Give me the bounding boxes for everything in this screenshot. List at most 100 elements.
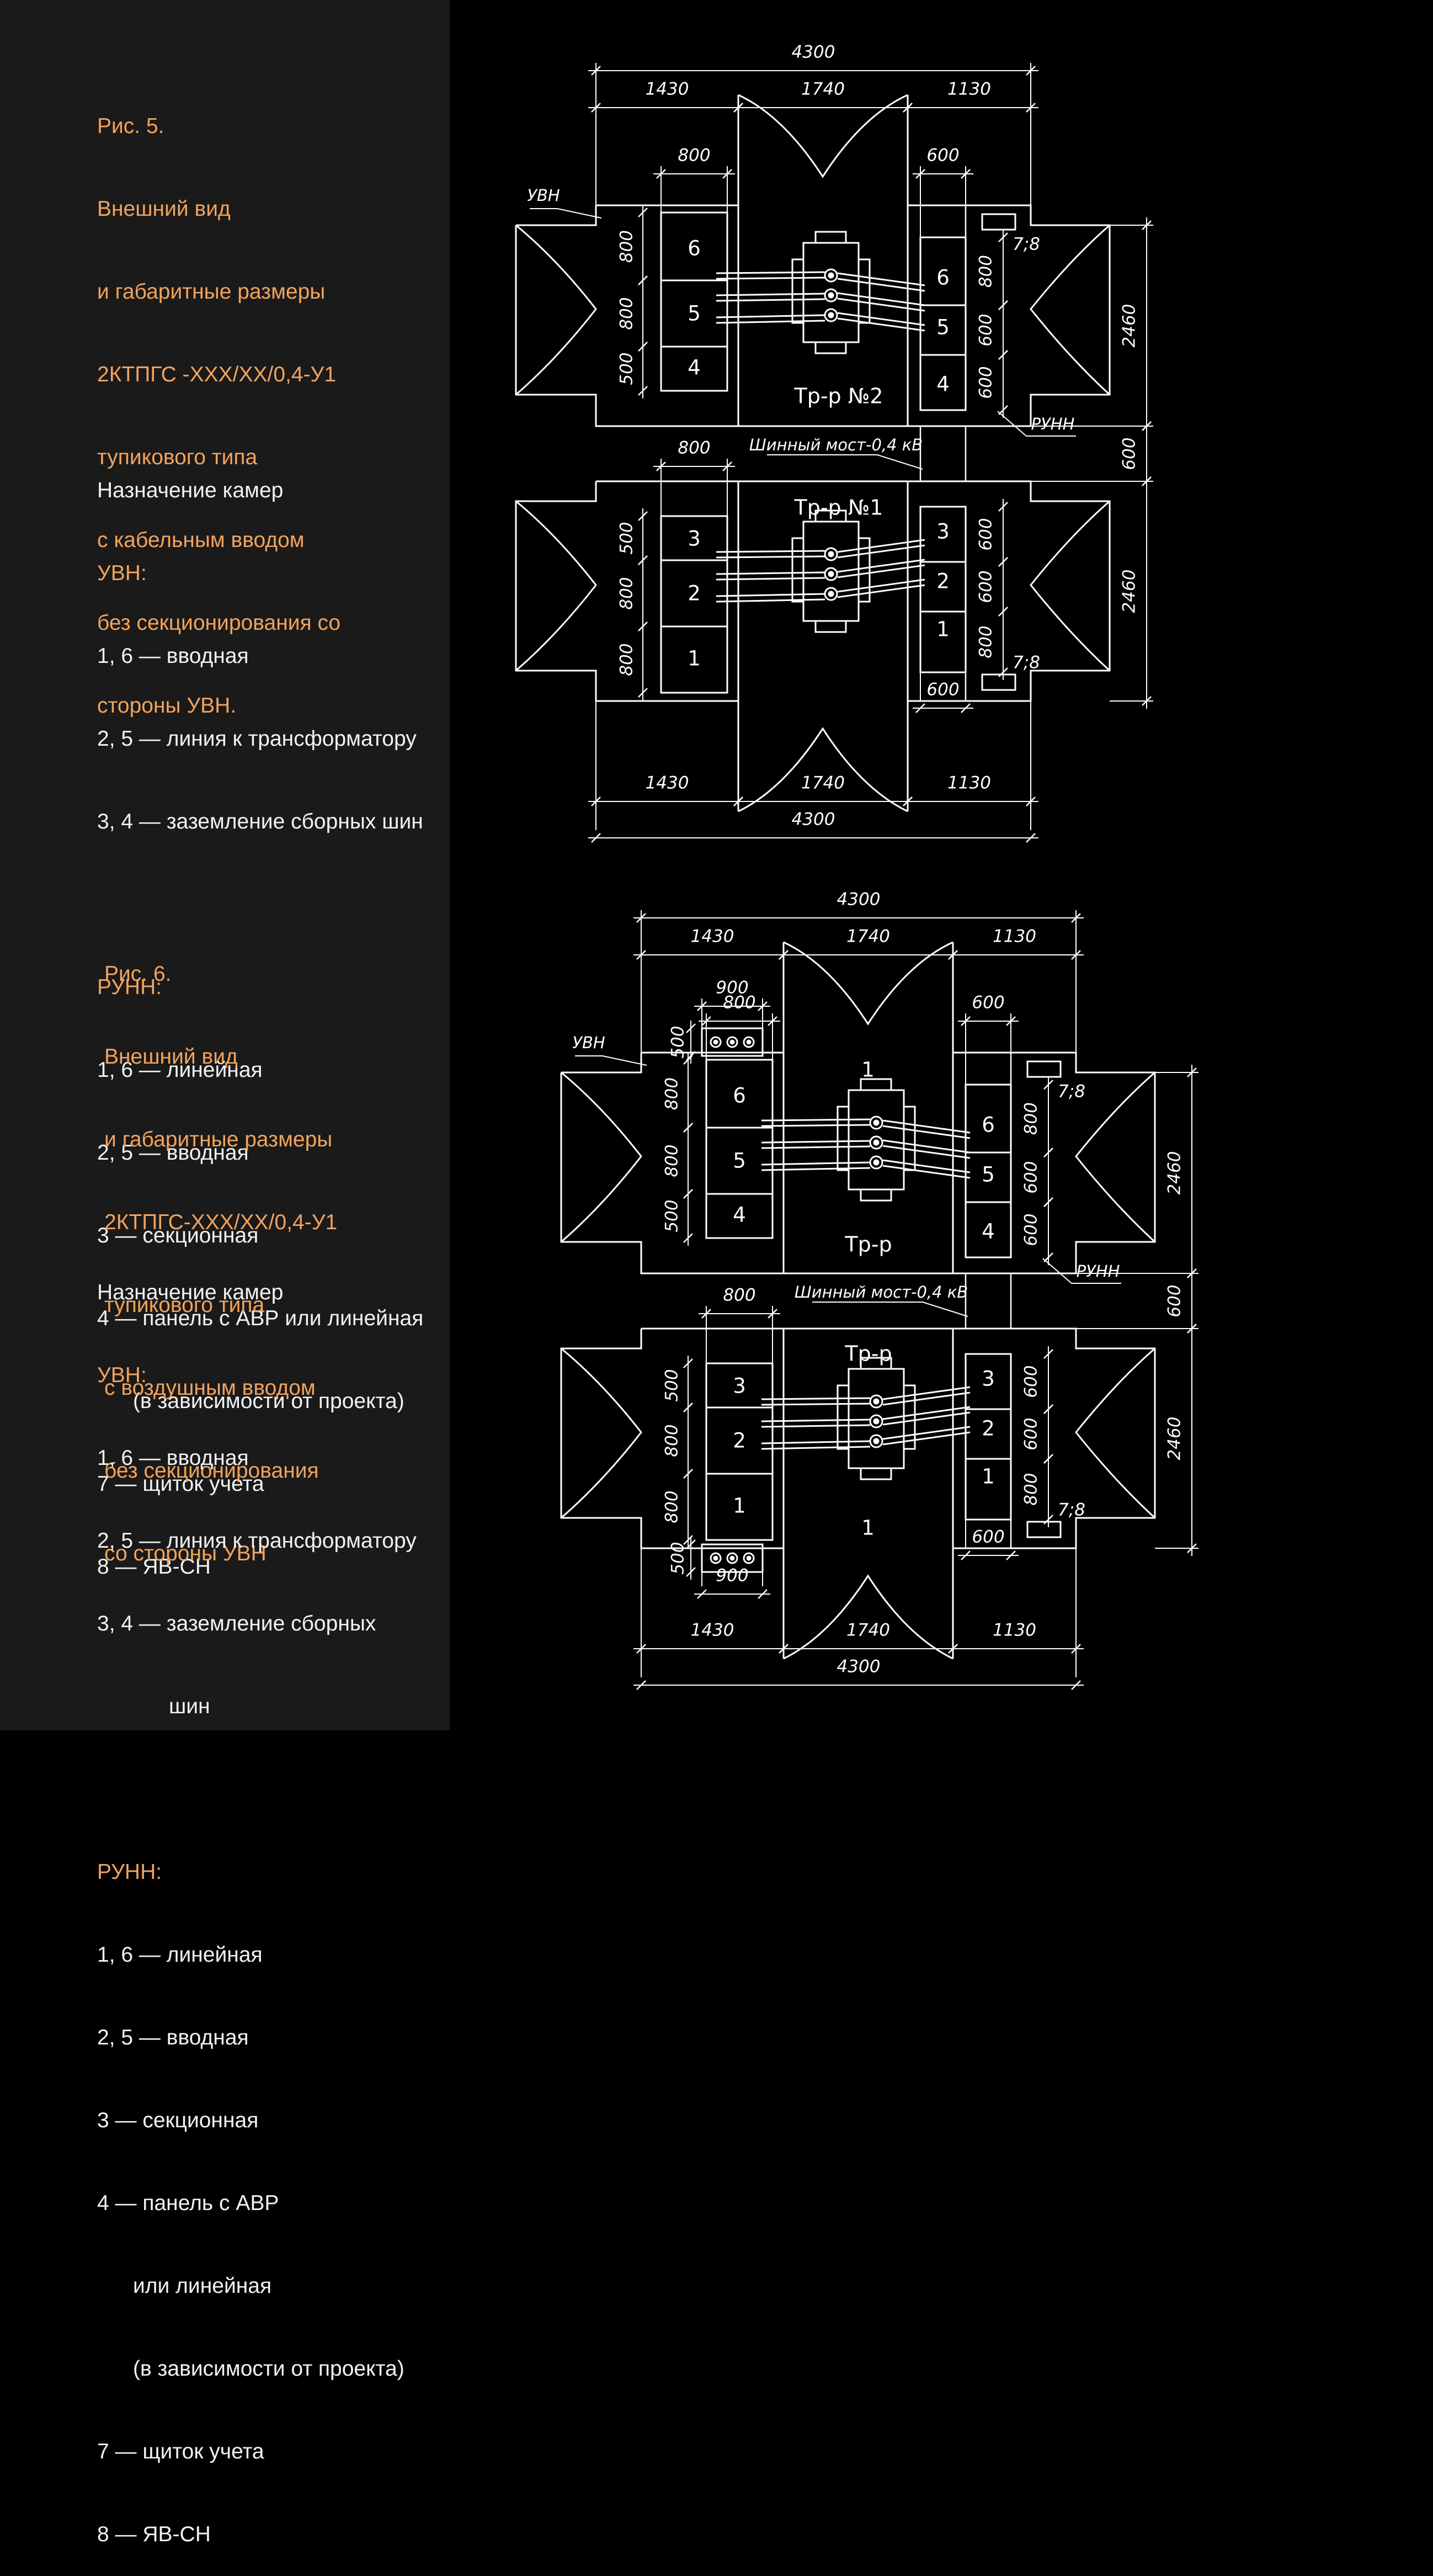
bushing — [824, 567, 838, 581]
transformer-cap — [814, 620, 847, 633]
insulator — [726, 1552, 738, 1564]
dim-runn-cell-width: 600 — [926, 146, 959, 166]
dim-gap: 600 — [1120, 437, 1139, 470]
dim-runn-cell: 800 — [976, 255, 996, 288]
dim-height: 2460 — [1165, 1151, 1185, 1195]
bushing-core — [828, 272, 834, 279]
dim-runn-cell: 600 — [1021, 1365, 1041, 1398]
bushing — [824, 547, 838, 561]
dim-runn-cell: 600 — [976, 570, 996, 603]
legend-item: 3 — секционная — [97, 2108, 259, 2132]
bushing-core — [828, 292, 834, 299]
dim-uvn-cell-width: 800 — [723, 1286, 755, 1305]
dim-total-width: 4300 — [837, 890, 881, 910]
meter-box — [1026, 1521, 1062, 1538]
door-arc-bottom — [783, 1574, 953, 1660]
uvn-cell-label: 2 — [688, 582, 701, 606]
meter-label: 7;8 — [1013, 235, 1040, 254]
hv-cable — [761, 1419, 871, 1422]
legend-item: 4 — панель с АВР или линейная — [97, 1306, 424, 1330]
legend-item: 7 — щиток учета — [97, 2440, 264, 2463]
runn-cell-label: 3 — [982, 1367, 995, 1391]
transformer-label: Тр-р — [844, 1233, 892, 1257]
lv-cable — [882, 1411, 971, 1426]
lv-cable — [837, 578, 925, 593]
runn-cell-label: 2 — [982, 1417, 995, 1441]
legend-item: 2, 5 — линия к трансформатору — [97, 727, 417, 751]
busbar-label: Шинный мост-0,4 кВ — [795, 1283, 968, 1302]
uvn-cell — [660, 346, 728, 392]
insulator-core — [729, 1039, 735, 1045]
lv-cable — [837, 272, 925, 286]
uvn-cell-label: 4 — [733, 1203, 746, 1227]
dim-uvn-cell: 500 — [662, 1199, 682, 1232]
runn-cell-label: 1 — [936, 618, 950, 641]
lv-cable — [882, 1386, 971, 1400]
dim-uvn-cell-width: 800 — [678, 438, 710, 458]
dim-air-width: 900 — [716, 978, 748, 998]
uvn-cell — [705, 1473, 774, 1541]
hv-cable — [716, 598, 825, 603]
hv-cable — [716, 320, 825, 324]
uvn-cell-label: 6 — [733, 1084, 746, 1108]
uvn-cell-label: 1 — [688, 647, 701, 671]
door-arc-left — [561, 1071, 642, 1243]
dim-runn-cell-width: 600 — [972, 1527, 1004, 1547]
lv-cable — [882, 1145, 971, 1159]
dim-right-width: 1130 — [947, 79, 991, 99]
module-outline — [515, 204, 1111, 427]
dim-height: 2460 — [1120, 570, 1139, 613]
transformer-fin — [791, 258, 805, 324]
transformer-cap — [814, 231, 847, 244]
runn-cell-label: 4 — [936, 373, 950, 396]
meter-label: 7;8 — [1058, 1082, 1085, 1102]
bushing — [824, 288, 838, 302]
caption-line: Внешний вид — [97, 197, 231, 221]
uvn-cell-label: 5 — [688, 302, 701, 326]
hv-cable — [716, 277, 825, 280]
bushing — [824, 268, 838, 283]
legend-item: 1, 6 — вводная — [97, 644, 249, 668]
dim-runn-cell: 600 — [976, 314, 996, 346]
dim-height: 2460 — [1120, 304, 1139, 348]
hv-cable — [716, 550, 825, 553]
dim-runn-cell: 600 — [976, 518, 996, 550]
legend-item: 3, 4 — заземление сборных шин — [97, 810, 423, 833]
transformer-fin — [837, 1106, 850, 1171]
uvn-cell — [705, 1193, 774, 1239]
caption-line: и габаритные размеры — [104, 1128, 333, 1151]
dimension-tick — [1043, 1454, 1053, 1525]
bushing — [869, 1414, 883, 1428]
fig6-caption: Рис. 6. Внешний вид и габаритные размеры… — [104, 905, 337, 1595]
dim-left-width: 1430 — [691, 927, 734, 947]
bushing-core — [828, 312, 834, 318]
runn-label: РУНН — [1077, 1262, 1120, 1281]
dim-uvn-cell: 800 — [617, 297, 637, 330]
left-text-panel — [0, 0, 450, 1730]
dimension-tick — [591, 833, 1036, 843]
legend-item: или линейная — [97, 2274, 272, 2298]
lv-cable — [882, 1426, 971, 1440]
dim-uvn-cell-width: 800 — [678, 146, 710, 166]
runn-cell — [965, 1458, 1012, 1521]
runn-cell-label: 5 — [982, 1163, 995, 1187]
dimension-tick — [683, 1189, 693, 1243]
hv-cable — [716, 293, 825, 296]
legend-uvn-title: УВН: — [97, 561, 147, 585]
legend-title: Назначение камер — [97, 479, 284, 502]
transformer-cap — [860, 1188, 892, 1202]
caption-line: со стороны УВН — [104, 1542, 267, 1565]
meter-label: 7;8 — [1013, 653, 1040, 673]
meter-box — [1026, 1060, 1062, 1078]
caption-line: тупикового типа — [104, 1293, 265, 1317]
lv-cable — [882, 1165, 971, 1179]
dimension-tick — [686, 1023, 696, 1061]
dim-gap: 600 — [1165, 1284, 1185, 1317]
dimension-tick — [948, 950, 1081, 960]
door-label: 1 — [861, 1058, 875, 1082]
dim-total-width: 4300 — [792, 810, 835, 830]
lv-cable — [837, 539, 925, 553]
transformer-cap — [814, 341, 847, 354]
meter-box — [981, 673, 1016, 691]
busbar-label: Шинный мост-0,4 кВ — [749, 435, 923, 454]
